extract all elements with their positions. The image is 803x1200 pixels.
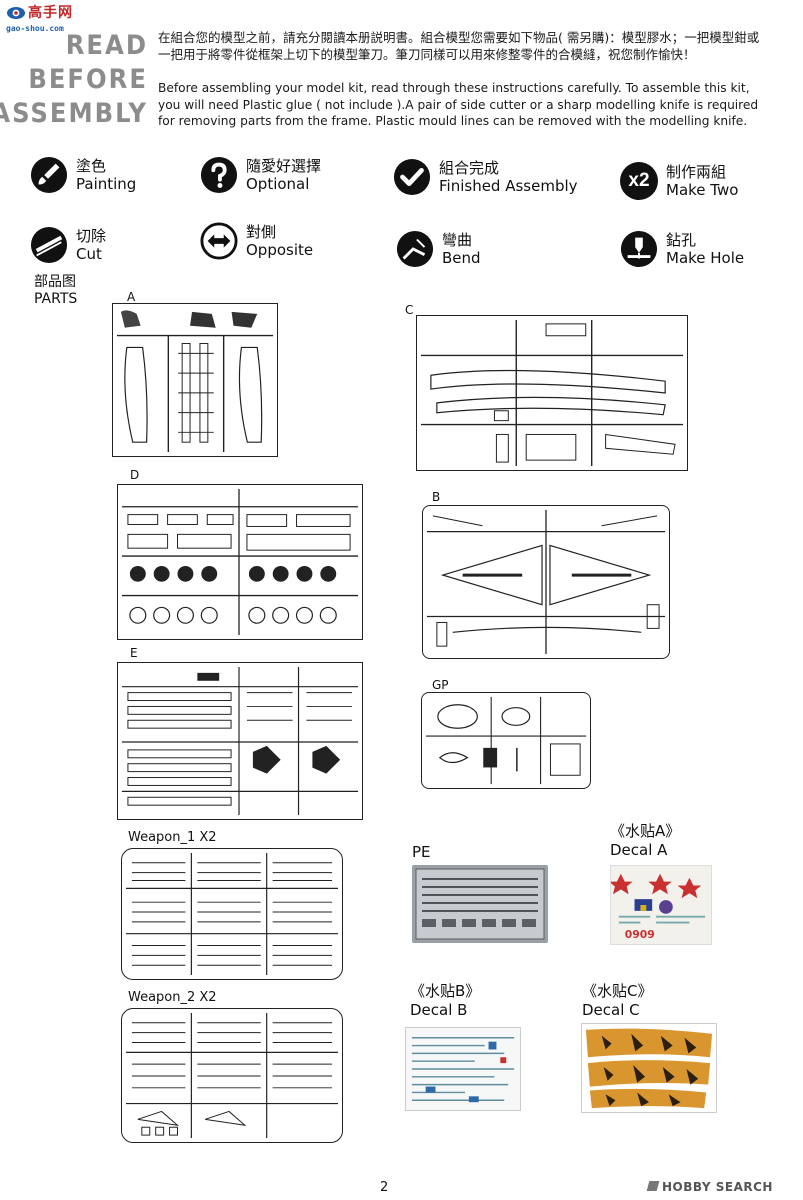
watermark-eye-icon xyxy=(7,7,25,19)
sprue-e-label: E xyxy=(130,646,138,660)
decal-a-label: 《水贴A》 Decal A xyxy=(610,820,680,859)
decal-a-drawing: 0909 xyxy=(611,873,706,941)
sprue-a-label: A xyxy=(127,290,136,304)
sprue-d-label: D xyxy=(130,468,140,482)
decal-c-sheet xyxy=(581,1023,717,1113)
credit-logo-icon xyxy=(646,1181,660,1191)
opposite-icon xyxy=(200,222,238,260)
legend-make-two: x2 制作兩組 Make Two xyxy=(620,162,738,200)
decal-c-drawing xyxy=(585,1028,713,1109)
cut-icon xyxy=(30,226,68,264)
parts-heading-cn: 部品图 xyxy=(34,274,76,290)
watermark-site-name: 高手网 xyxy=(28,5,73,21)
parts-heading-en: PARTS xyxy=(34,291,78,307)
legend-optional-cn: 隨愛好選擇 xyxy=(246,157,322,175)
decal-a-number: 0909 xyxy=(625,928,655,941)
make-two-badge: x2 xyxy=(628,170,650,191)
legend-bend-cn: 彎曲 xyxy=(442,231,473,249)
watermark-url: gao-shou.com xyxy=(6,24,64,33)
sprue-a-drawing xyxy=(116,310,274,453)
legend-bend-en: Bend xyxy=(442,249,481,267)
decal-a-label-cn: 《水贴A》 xyxy=(610,822,681,840)
decal-c-label: 《水贴C》 Decal C xyxy=(582,980,652,1019)
sprue-c-label: C xyxy=(405,303,414,317)
legend-opposite-en: Opposite xyxy=(246,241,314,259)
legend-make-hole-cn: 鉆孔 xyxy=(666,231,697,249)
sprue-c xyxy=(416,315,688,471)
painting-icon xyxy=(30,156,68,194)
legend-painting-en: Painting xyxy=(76,175,137,193)
legend-finished-en: Finished Assembly xyxy=(439,177,578,195)
header-title-line-3: ASSEMBLY xyxy=(0,98,148,129)
legend-make-two-cn: 制作兩組 xyxy=(666,163,727,181)
legend-bend: 彎曲 Bend xyxy=(396,230,481,268)
legend-opposite: 對側 Opposite xyxy=(200,222,313,260)
legend-optional-en: Optional xyxy=(246,175,310,193)
sprue-weapon1-label: Weapon_1 X2 xyxy=(128,830,217,845)
sprue-e-drawing xyxy=(121,666,359,816)
legend-finished-cn: 組合完成 xyxy=(439,159,500,177)
sprue-gp-drawing xyxy=(425,696,587,785)
legend-make-hole: 鉆孔 Make Hole xyxy=(620,230,744,268)
sprue-b xyxy=(422,505,670,659)
parts-heading: 部品图 PARTS xyxy=(34,274,77,308)
legend-cut-en: Cut xyxy=(76,245,102,263)
watermark-logo: 高手网 gao-shou.com xyxy=(4,2,74,34)
legend-make-hole-en: Make Hole xyxy=(666,249,745,267)
sprue-c-drawing xyxy=(420,319,684,467)
sprue-pe-label: PE xyxy=(412,843,431,861)
sprue-weapon2 xyxy=(121,1008,343,1143)
pe-fret xyxy=(412,865,548,943)
pe-fret-drawing xyxy=(415,868,545,940)
legend-opposite-cn: 對側 xyxy=(246,223,277,241)
decal-a-sheet: 0909 xyxy=(610,865,712,945)
intro-text-english: Before assembling your model kit, read t… xyxy=(158,81,759,128)
legend-cut-cn: 切除 xyxy=(76,227,107,245)
header-title-line-2: BEFORE xyxy=(28,64,148,95)
make-hole-icon xyxy=(620,230,658,268)
optional-icon xyxy=(200,156,238,194)
sprue-a xyxy=(112,303,278,457)
decal-b-drawing xyxy=(411,1037,515,1103)
decal-c-label-cn: 《水贴C》 xyxy=(582,982,653,1000)
decal-a-label-en: Decal A xyxy=(610,841,668,859)
sprue-weapon1 xyxy=(121,848,343,980)
decal-b-sheet xyxy=(405,1027,521,1111)
legend-painting: 塗色 Painting xyxy=(30,156,136,194)
sprue-b-drawing xyxy=(426,509,666,655)
legend-optional: 隨愛好選擇 Optional xyxy=(200,156,321,194)
sprue-gp xyxy=(421,692,591,789)
decal-b-label-en: Decal B xyxy=(410,1001,468,1019)
sprue-e xyxy=(117,662,363,820)
legend-painting-cn: 塗色 xyxy=(76,157,107,175)
sprue-gp-label: GP xyxy=(432,678,449,692)
finished-assembly-icon xyxy=(393,158,431,196)
credit-text: HOBBY SEARCH xyxy=(662,1180,773,1194)
sprue-weapon2-drawing xyxy=(125,1012,339,1139)
sprue-d xyxy=(117,484,363,640)
legend-cut: 切除 Cut xyxy=(30,226,106,264)
legend-make-two-en: Make Two xyxy=(666,181,739,199)
sprue-weapon2-label: Weapon_2 X2 xyxy=(128,990,217,1005)
sprue-weapon1-drawing xyxy=(125,852,339,976)
intro-text-chinese: 在組合您的模型之前，請充分閱讀本册説明書。組合模型您需要如下物品( 需另購)：模… xyxy=(158,30,760,62)
sprue-d-drawing xyxy=(121,488,359,636)
footer-credit: HOBBY SEARCH xyxy=(646,1180,773,1194)
decal-c-label-en: Decal C xyxy=(582,1001,640,1019)
decal-b-label-cn: 《水贴B》 xyxy=(410,982,481,1000)
legend-finished-assembly: 組合完成 Finished Assembly xyxy=(393,158,578,196)
decal-b-label: 《水贴B》 Decal B xyxy=(410,980,480,1019)
make-two-icon: x2 xyxy=(620,162,658,200)
page-number: 2 xyxy=(380,1180,389,1195)
header-title-line-1: READ xyxy=(65,30,148,61)
sprue-b-label: B xyxy=(432,490,441,504)
bend-icon xyxy=(396,230,434,268)
